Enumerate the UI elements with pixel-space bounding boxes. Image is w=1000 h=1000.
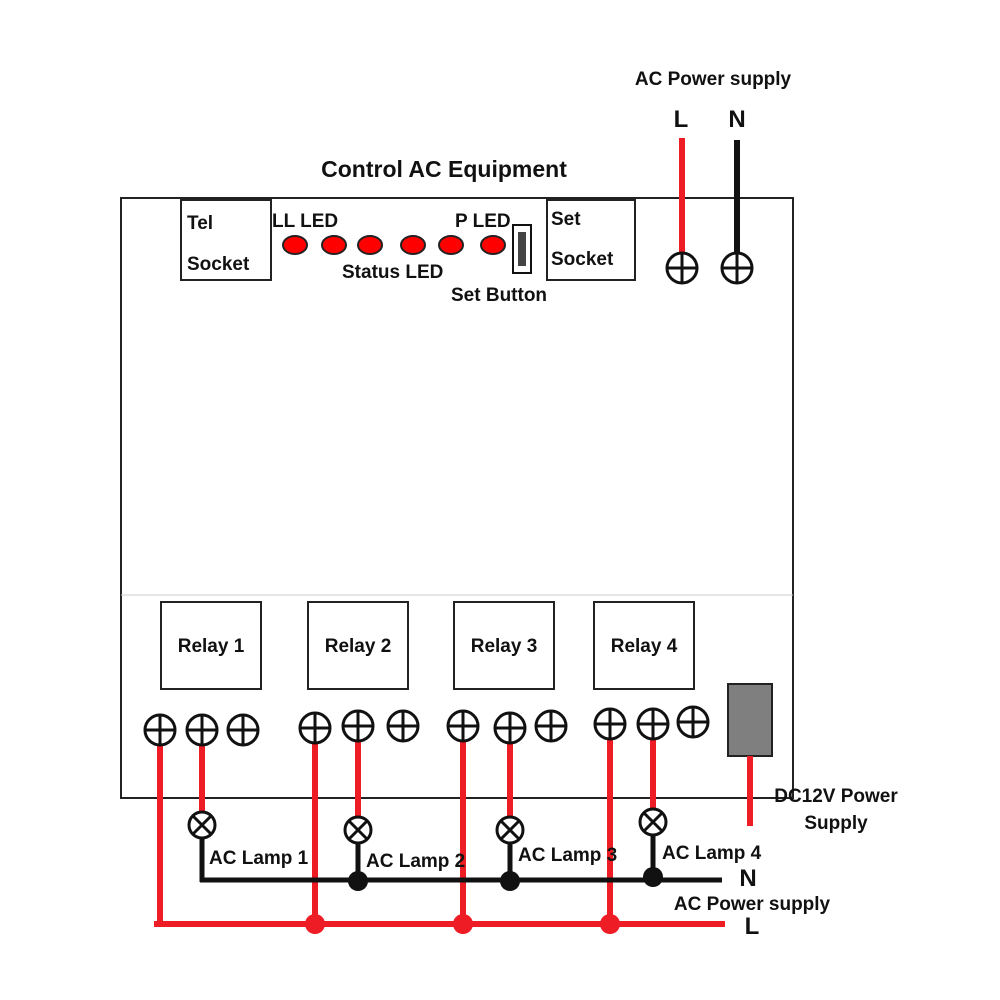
led-4 [400, 235, 426, 255]
tel-socket [180, 199, 272, 281]
diagram-title: Control AC Equipment [321, 156, 567, 182]
set-socket-label-1: Set [551, 209, 581, 230]
terminal-r1-b [185, 713, 219, 747]
lamp-3-icon [495, 815, 525, 845]
led-1 [282, 235, 308, 255]
relay-3 [453, 601, 555, 690]
terminal-top-l [665, 251, 699, 285]
top-supply-n-label: N [728, 106, 745, 133]
lamp-2-icon [343, 815, 373, 845]
bottom-supply-n-label: N [739, 865, 756, 892]
relay-1-label: Relay 1 [178, 636, 245, 657]
set-socket [546, 199, 636, 281]
live-junction-2 [453, 914, 473, 934]
terminal-r4-c [676, 705, 710, 739]
relay-3-label: Relay 3 [471, 636, 538, 657]
bottom-supply-l-label: L [745, 913, 760, 940]
terminal-r2-c [386, 709, 420, 743]
set-socket-label-2: Socket [551, 249, 614, 270]
neutral-junction-1 [348, 871, 368, 891]
lamp-2-label: AC Lamp 2 [366, 851, 465, 872]
terminals [143, 251, 754, 747]
terminal-r4-a [593, 707, 627, 741]
neutral-junction-2 [500, 871, 520, 891]
terminal-top-n [720, 251, 754, 285]
set-button-slider [518, 232, 526, 266]
dc-supply-label-1: DC12V Power [774, 786, 898, 807]
led-3 [357, 235, 383, 255]
terminal-r2-b [341, 709, 375, 743]
junction-dots [305, 867, 663, 934]
terminal-r2-a [298, 711, 332, 745]
top-supply-l-label: L [674, 106, 689, 133]
terminal-r3-a [446, 709, 480, 743]
tel-socket-label-1: Tel [187, 213, 213, 234]
terminal-r1-c [226, 713, 260, 747]
live-junction-1 [305, 914, 325, 934]
relay-4-label: Relay 4 [611, 636, 678, 657]
led-5 [438, 235, 464, 255]
dc12v-connector [727, 683, 773, 757]
terminal-r1-a [143, 713, 177, 747]
lamp-4-icon [638, 807, 668, 837]
status-led-label: Status LED [342, 262, 443, 283]
lamps [187, 807, 668, 845]
lamp-1-icon [187, 810, 217, 840]
relay-1 [160, 601, 262, 690]
tel-socket-label-2: Socket [187, 254, 250, 275]
terminal-r3-b [493, 711, 527, 745]
top-supply-label: AC Power supply [635, 69, 792, 90]
lamp-1-label: AC Lamp 1 [209, 848, 309, 869]
relay-4 [593, 601, 695, 690]
set-button-label: Set Button [451, 285, 547, 306]
terminal-r4-b [636, 707, 670, 741]
relay-2 [307, 601, 409, 690]
lamp-3-label: AC Lamp 3 [518, 845, 617, 866]
live-junction-3 [600, 914, 620, 934]
terminal-r3-c [534, 709, 568, 743]
led-2 [321, 235, 347, 255]
ll-led-label: LL LED [272, 211, 338, 232]
lamp-4-label: AC Lamp 4 [662, 843, 762, 864]
relay-2-label: Relay 2 [325, 636, 392, 657]
live-wiring [154, 730, 725, 927]
p-led-label: P LED [455, 211, 511, 232]
bottom-supply-label: AC Power supply [674, 894, 831, 915]
status-led-row [282, 235, 506, 255]
controller-board [120, 197, 794, 799]
neutral-junction-3 [643, 867, 663, 887]
dc-supply-label-2: Supply [804, 813, 868, 834]
led-6 [480, 235, 506, 255]
